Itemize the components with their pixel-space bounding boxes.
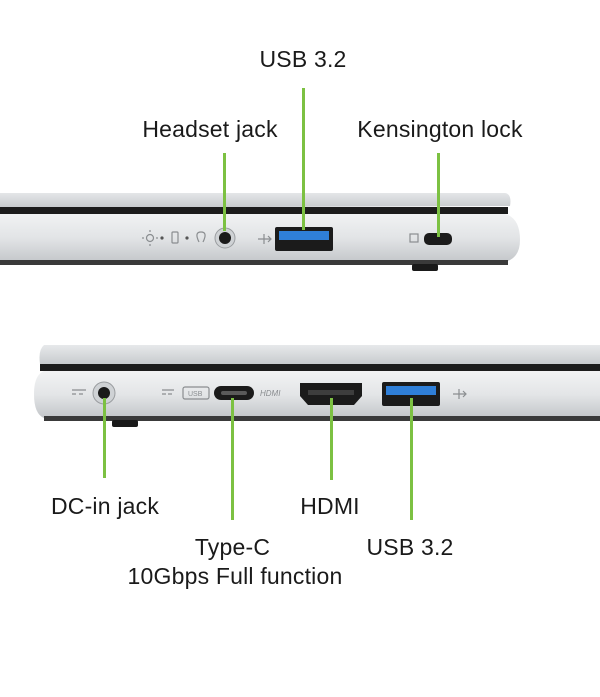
indicator-icons xyxy=(142,230,419,246)
usb-3-2-bottom-label: USB 3.2 xyxy=(366,534,454,560)
headset-jack-hole xyxy=(219,232,231,244)
type-c-tongue xyxy=(221,391,247,395)
usb-top-pointer-line xyxy=(302,88,305,230)
usb-a-tongue-top xyxy=(279,231,329,240)
led-dot-1 xyxy=(160,236,164,240)
display-bezel xyxy=(40,364,600,371)
dc-in-jack-label: DC-in jack xyxy=(50,493,160,519)
rubber-foot xyxy=(112,420,138,427)
dc-in-pointer-line xyxy=(103,398,106,478)
led-dot-2 xyxy=(185,236,189,240)
hdmi-pointer-line xyxy=(330,398,333,480)
hdmi-label: HDMI xyxy=(300,493,360,519)
laptop-left-side-view: USB HDMI xyxy=(34,345,600,427)
usb-3-2-top-label: USB 3.2 xyxy=(259,46,347,72)
kensington-pointer-line xyxy=(437,153,440,237)
bottom-shadow xyxy=(44,416,600,421)
lid-edge xyxy=(0,193,511,208)
bottom-shadow xyxy=(0,260,508,265)
port-marking-icons xyxy=(72,386,467,400)
hdmi-tongue xyxy=(308,390,354,395)
laptop-right-side-view xyxy=(0,193,520,271)
usb-bottom-pointer-line xyxy=(410,398,413,520)
kensington-slot xyxy=(424,233,452,245)
usbc-marking: USB xyxy=(188,391,203,398)
usb-a-tongue-bottom xyxy=(386,386,436,395)
rubber-foot xyxy=(412,264,438,271)
type-c-speed-label: 10Gbps Full function xyxy=(127,563,343,589)
headset-jack-label: Headset jack xyxy=(142,116,278,142)
headset-pointer-line xyxy=(223,153,226,231)
type-c-label: Type-C xyxy=(194,534,271,560)
base-edge xyxy=(0,214,520,262)
dc-in-hole xyxy=(98,387,110,399)
display-bezel xyxy=(0,207,508,214)
lid-edge xyxy=(39,345,600,364)
hdmi-marking: HDMI xyxy=(260,389,281,398)
type-c-pointer-line xyxy=(231,398,234,520)
kensington-lock-label: Kensington lock xyxy=(357,116,523,142)
